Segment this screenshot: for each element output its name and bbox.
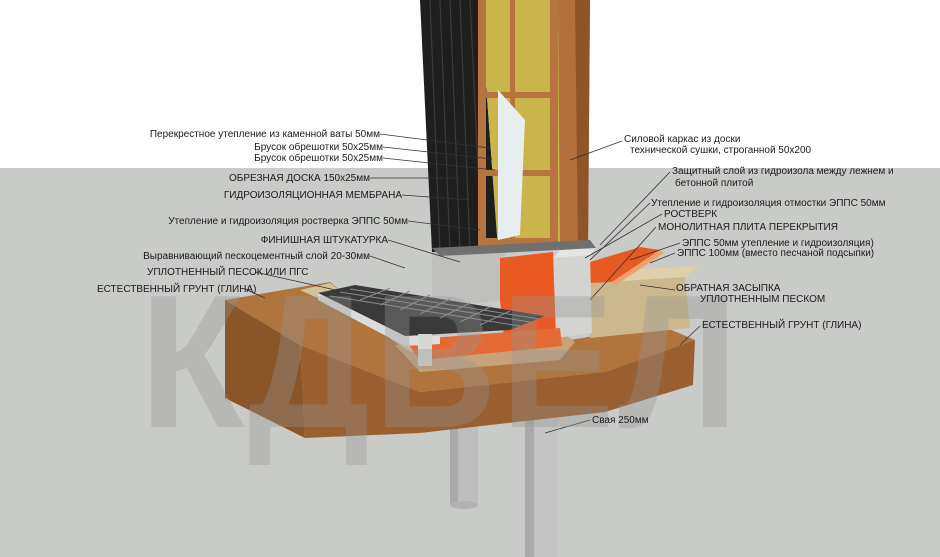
label-batten-1: Брусок обрешотки 50х25мм — [254, 142, 383, 153]
label-pile: Свая 250мм — [592, 415, 649, 426]
label-backfill-line2: УПЛОТНЕННЫМ ПЕСКОМ — [700, 294, 826, 305]
pile-right — [525, 395, 557, 557]
label-grillage: РОСТВЕРК — [664, 209, 718, 220]
label-waterproof-membrane: ГИДРОИЗОЛЯЦИОННАЯ МЕМБРАНА — [223, 190, 402, 201]
label-protective-line1: Защитный слой из гидроизола между лежнем… — [672, 166, 894, 177]
label-cross-insulation: Перекрестное утепление из каменной ваты … — [149, 129, 380, 140]
label-grillage-insulation: Утепление и гидроизоляция ростверка ЭППС… — [168, 216, 408, 227]
label-protective-line2: бетонной плитой — [675, 178, 754, 189]
sand-backfill-right — [590, 277, 690, 338]
soil-front-face — [225, 300, 305, 438]
wall-inner-gap — [498, 90, 525, 240]
label-epps-100: ЭППС 100мм (вместо песчаной подсыпки) — [677, 248, 875, 259]
label-batten-2: Брусок обрешотки 50х25мм — [254, 153, 383, 164]
leader-lines — [244, 133, 701, 434]
label-leveling-layer: Выравнивающий пескоцементный слой 20-30м… — [143, 251, 370, 262]
grillage-wall-right-top — [553, 248, 596, 258]
label-edged-board: ОБРЕЗНАЯ ДОСКА 150х25мм — [229, 173, 370, 184]
structural-frame-board-edge — [575, 0, 590, 248]
label-blind-area: Утепление и гидроизоляция отмостки ЭППС … — [651, 198, 886, 209]
label-finish-plaster: ФИНИШНАЯ ШТУКАТУРКА — [260, 235, 388, 246]
label-natural-soil-left: ЕСТЕСТВЕННЫЙ ГРУНТ (ГЛИНА) — [97, 284, 257, 295]
label-natural-soil-right: ЕСТЕСТВЕННЫЙ ГРУНТ (ГЛИНА) — [702, 320, 862, 331]
slab-edge-epps — [405, 328, 562, 360]
soil-front-face-main — [300, 340, 695, 438]
label-backfill-line1: ОБРАТНАЯ ЗАСЫПКА — [676, 283, 781, 294]
label-frame-line2: технической сушки, строганной 50х200 — [630, 145, 812, 156]
sill-protective-layer — [432, 240, 596, 256]
label-epps-50: ЭППС 50мм утепление и гидроизоляция) — [682, 238, 874, 249]
blind-area-epps-thin — [612, 250, 664, 285]
floor-grid-pattern — [329, 287, 541, 327]
label-slab: МОНОЛИТНАЯ ПЛИТА ПЕРЕКРЫТИЯ — [658, 222, 838, 233]
grillage-wall-right — [553, 255, 592, 338]
label-frame-line1: Силовой каркас из доски — [624, 134, 741, 145]
label-compacted-sand: УПЛОТНЕННЫЙ ПЕСОК ИЛИ ПГС — [147, 267, 309, 278]
drain-post — [418, 334, 432, 366]
grillage-plinth-side — [432, 244, 505, 308]
